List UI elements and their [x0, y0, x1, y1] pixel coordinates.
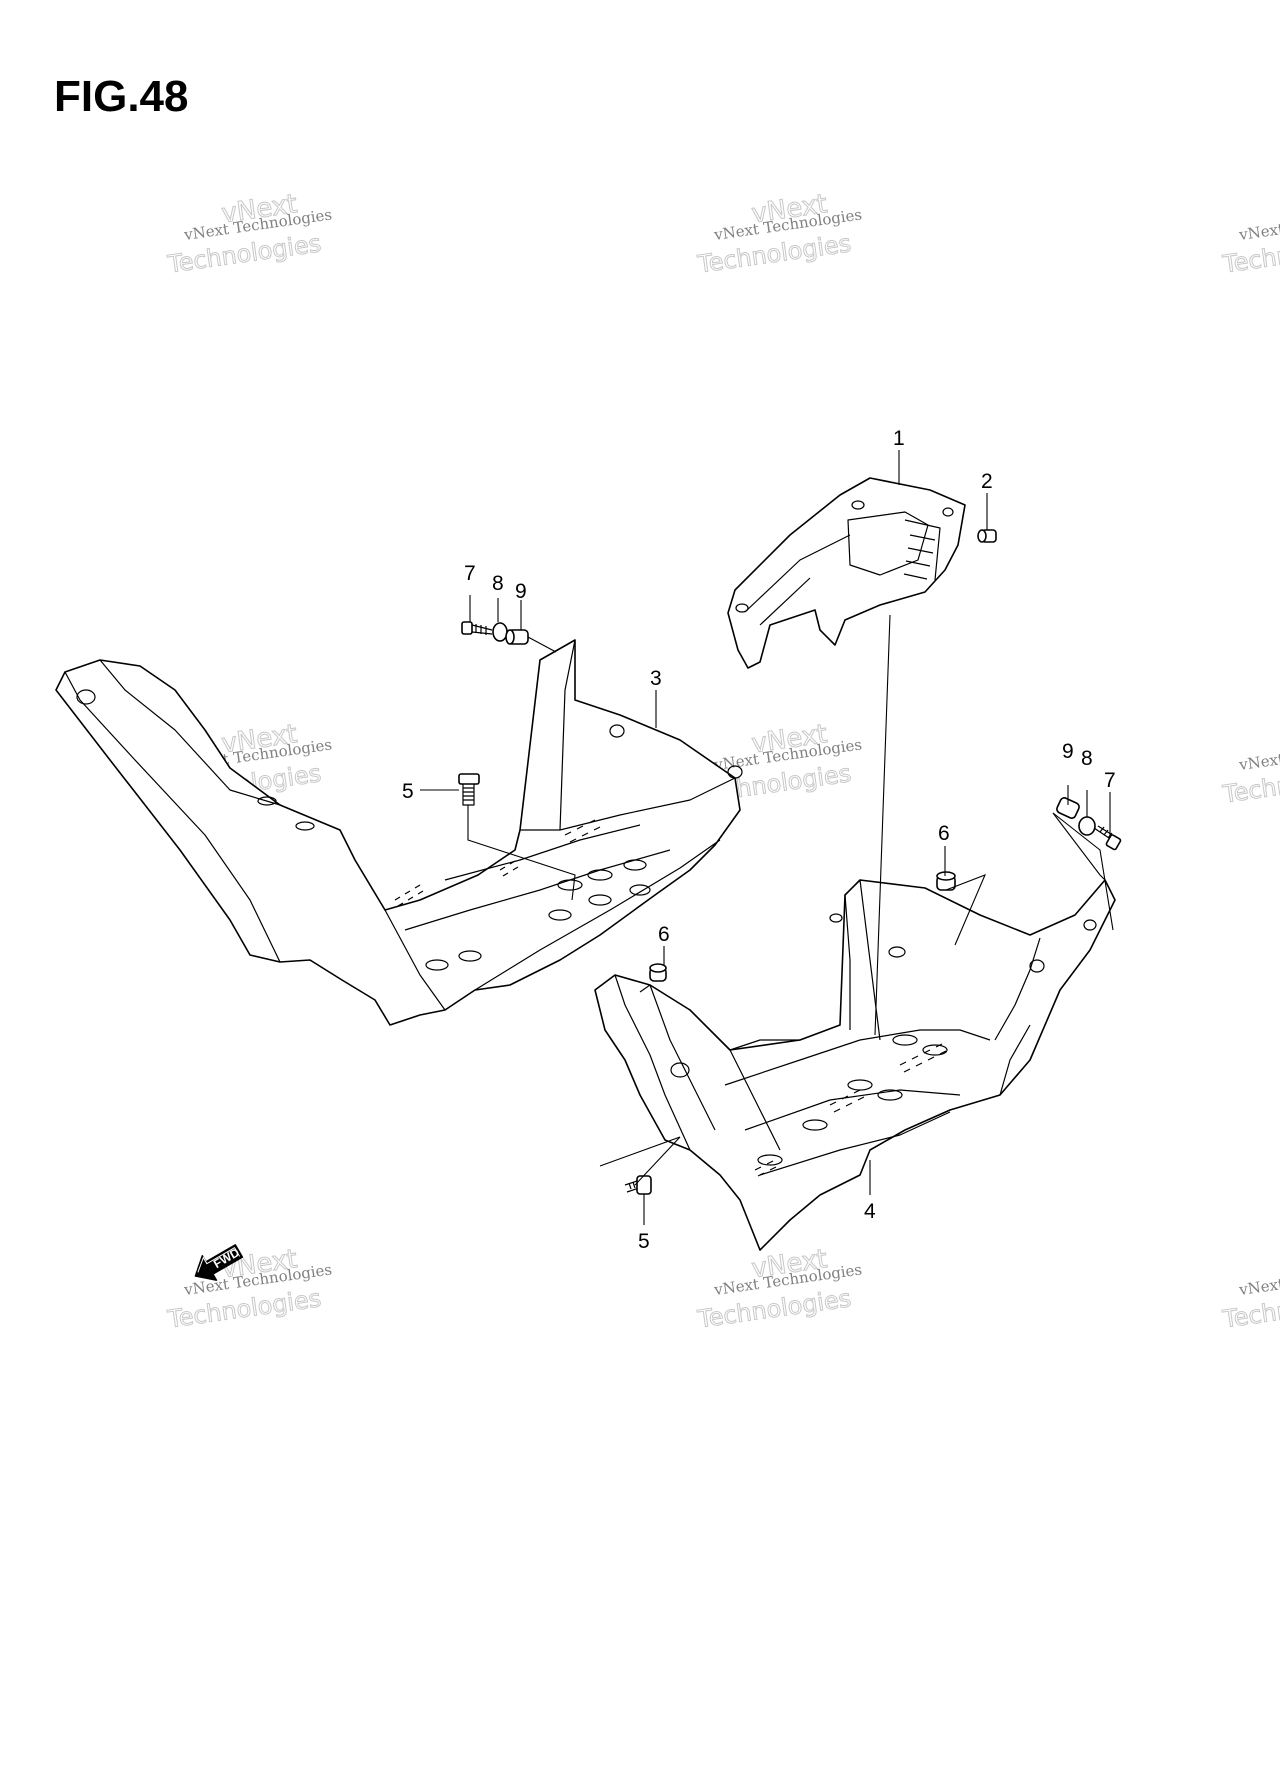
callout-9-right: 9: [1062, 740, 1074, 763]
watermark: vNext vNext Technologies Technologies: [165, 189, 333, 279]
fasteners: [458, 529, 1122, 1195]
watermark: vNext Technologies Technologies: [1220, 205, 1280, 279]
callout-1: 1: [893, 427, 905, 450]
watermark: vNext vNext Technologies Technologies: [695, 189, 863, 279]
bolt-7-left: [461, 621, 493, 635]
part-4-right-footrest: [594, 879, 1116, 1251]
collar-9-right: [1056, 797, 1080, 819]
part-1-cover: [727, 477, 966, 669]
bolt-7-right: [1093, 825, 1122, 851]
callout-6-lower: 6: [658, 923, 670, 946]
callout-8-right: 8: [1081, 747, 1093, 770]
washer-8-left: [492, 622, 508, 642]
part-3-left-footrest: [55, 639, 743, 1026]
callout-7-right: 7: [1104, 769, 1116, 792]
watermark-text-main: vNext Technologies: [1237, 735, 1280, 774]
callout-3: 3: [650, 667, 662, 690]
leader-lines: [420, 450, 1114, 1225]
watermark: vNext Technologies Technologies: [1220, 1260, 1280, 1334]
washer-8-right: [1078, 816, 1096, 836]
callout-6-upper: 6: [938, 822, 950, 845]
watermark: vNext Technologies Technologies: [1220, 735, 1280, 809]
bolt-5-lower: [624, 1175, 652, 1195]
callout-9-left: 9: [515, 580, 527, 603]
watermark-text-main: vNext Technologies: [1237, 205, 1280, 244]
callout-4: 4: [864, 1200, 876, 1223]
callout-8-left: 8: [492, 572, 504, 595]
watermark-text-main: vNext Technologies: [1237, 1260, 1280, 1299]
grommet-6-upper: [936, 871, 956, 891]
watermark: vNext vNext Technologies Technologies: [165, 1244, 333, 1334]
bolt-5-upper: [458, 773, 480, 806]
callout-7-left: 7: [464, 562, 476, 585]
figure-title: FIG.48: [54, 72, 189, 121]
callout-5-upper: 5: [402, 780, 414, 803]
watermark: vNext vNext Technologies Technologies: [695, 1244, 863, 1334]
grommet-2: [977, 529, 997, 543]
callout-5-lower: 5: [638, 1230, 650, 1253]
callout-2: 2: [981, 470, 993, 493]
callout-labels: 1 2 3 4 5 5 6 6 7 8 9 7 8 9: [402, 427, 1116, 1253]
grommet-6-lower: [649, 963, 667, 982]
collar-9-left: [505, 629, 529, 645]
